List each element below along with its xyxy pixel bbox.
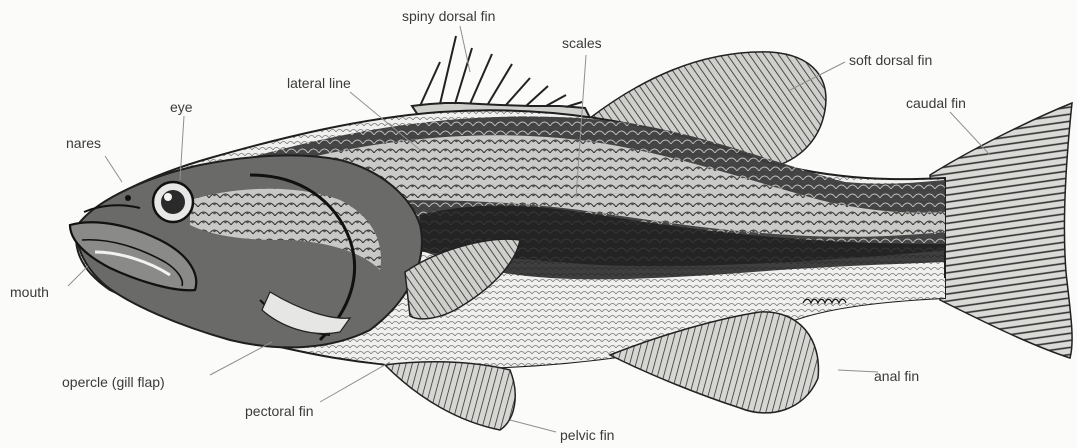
label-mouth: mouth [10,284,49,300]
label-spiny-dorsal-fin: spiny dorsal fin [402,8,495,24]
label-pelvic-fin: pelvic fin [560,427,614,443]
label-anal-fin: anal fin [874,368,919,384]
label-opercle: opercle (gill flap) [62,374,165,390]
caudal-fin [930,103,1072,358]
label-eye: eye [170,99,193,115]
nares-shape [125,195,131,201]
label-lateral-line: lateral line [287,75,351,91]
label-scales: scales [562,35,602,51]
label-soft-dorsal-fin: soft dorsal fin [849,52,932,68]
label-nares: nares [66,135,101,151]
label-caudal-fin: caudal fin [906,95,966,111]
pelvic-fin [385,362,515,430]
label-pectoral-fin: pectoral fin [245,403,313,419]
eye-shape [153,182,193,222]
